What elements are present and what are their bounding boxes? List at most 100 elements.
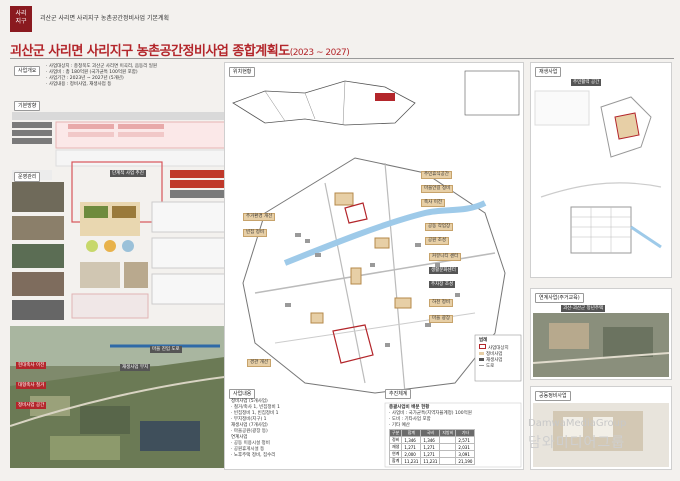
biz-line-7: 연계사업 [231, 435, 248, 440]
aerial-tag-1: 현대축사 이전 [16, 362, 47, 369]
left-column: 사업개요 · 사업대상지 : 충청북도 괴산군 사리면 이곡리, 음동리 일원 … [10, 64, 232, 468]
overview-line-1: · 사업대상지 : 충청북도 괴산군 사리면 이곡리, 음동리 일원 [46, 64, 158, 69]
map-tag-6: 커뮤니티 센터 [429, 253, 462, 261]
table-cell: 1,271 [420, 450, 441, 458]
map-tag-9: 하천 정비 [429, 299, 453, 307]
aerial-tag-3: 정비사업 공간 [16, 402, 47, 409]
watermark-ko: 담와미디어그룹 [528, 435, 626, 451]
table-cell [439, 443, 457, 451]
table-cell: 1,271 [401, 443, 422, 451]
right-tag-1: 재생사업 [535, 67, 562, 77]
table-cell [439, 457, 457, 465]
right-panel-3: 공동정비사업 [530, 386, 672, 470]
legend-swatch-road [479, 365, 484, 366]
overview-tag: 사업개요 [14, 66, 41, 76]
table-head-cell: 합계 [401, 429, 422, 437]
biz-line-2: · 철거/축사 1, 빈집정비 1 [231, 405, 280, 410]
overview-line-2: · 사업비 : 총 180억원 (국가균특 100억원 포함) [46, 70, 138, 75]
legend-label-4: 도로 [486, 364, 495, 369]
brand-badge: 사리 지구 [10, 6, 32, 32]
map-tag-11: 주거환경 개선 [243, 213, 276, 221]
table-cell: 3,091 [455, 450, 476, 458]
table-note-2: · 도비 : 기타사업 포함 [389, 417, 431, 422]
brand-line-2: 지구 [15, 18, 27, 25]
right-map-1 [534, 90, 662, 254]
budget-block: 총괄사업비 배분 현황 · 사업비 : 국가균특(지역자율계정) 100억원 ·… [388, 405, 476, 465]
aerial-tag-4: 재생사업 부지 [120, 364, 151, 371]
legend-label-1: 사업대상지 [488, 346, 509, 351]
map-tag-10: 마을 광장 [429, 315, 453, 323]
ops-photo-grid [12, 182, 227, 320]
table-row: 연계 2,000 1,271 3,091 [388, 450, 476, 458]
aerial-tag-2: 대형축사 철거 [16, 382, 47, 389]
map-legend: 범례 사업대상지 정비사업 재생사업 도로 [479, 338, 509, 370]
biz-line-8: · 공동 이용시설 정비 [231, 441, 270, 446]
table-cell: 2,571 [455, 436, 476, 444]
table-head-cell: 기타 [455, 429, 476, 437]
legend-swatch-renewal [479, 352, 484, 355]
right-panel-1: 재생사업 주민활력 공간 [530, 62, 672, 278]
page-title: 괴산군 사리면 사리지구 농촌공간정비사업 종합계획도(2023 ~ 2027) [10, 40, 350, 59]
aerial-tag-5: 마을 진입 도로 [150, 346, 182, 353]
biz-line-4: · 부지정비(지구) 1 [231, 417, 267, 422]
flow-label: 단계적 사업 추진 [110, 170, 146, 177]
legend-label-2: 정비사업 [486, 352, 503, 357]
table-row: 정비 1,346 1,346 2,571 [388, 436, 476, 444]
legend-item-4: 도로 [479, 364, 509, 370]
right-panel-2: 연계사업(주거교육) 괴산·괴산군 청년주택 [530, 288, 672, 380]
overview-line-4: · 사업내용 : 정비사업, 재생사업 등 [46, 82, 112, 87]
map-tag-12: 빈집 정비 [243, 229, 267, 237]
legend-item-2: 정비사업 [479, 352, 509, 358]
table-cell: 11,231 [401, 457, 422, 465]
direction-diagram [12, 112, 230, 223]
table-head-cell: 지방비 [439, 429, 457, 437]
biz-line-10: · 노후주택 정비, 집수리 [231, 453, 276, 458]
aerial-photo [10, 326, 232, 468]
table-cell: 2,000 [401, 450, 422, 458]
table-note-3: · 기타 예산 [389, 423, 410, 428]
brand-line-1: 사리 [15, 10, 27, 17]
right-tag-3: 공동정비사업 [535, 391, 571, 401]
overview-list: · 사업대상지 : 충청북도 괴산군 사리면 이곡리, 음동리 일원 · 사업비… [46, 64, 157, 88]
map-tag-3: 축사 이전 [421, 199, 445, 207]
table-cell: 재생 [388, 443, 403, 451]
biz-line-9: · 공원휴게시설 등 [231, 447, 265, 452]
table-cell [439, 436, 457, 444]
table-cell: 1,271 [420, 443, 441, 451]
legend-swatch-regen [479, 358, 484, 361]
table-cell: 합계 [388, 457, 403, 465]
legend-swatch-boundary [479, 344, 486, 349]
table-cell: 2,031 [455, 443, 476, 451]
title-text: 괴산군 사리면 사리지구 농촌공간정비사업 종합계획도 [10, 44, 290, 59]
table-tag: 추진체계 [385, 389, 412, 399]
table-title: 총괄사업비 배분 현황 [389, 405, 430, 410]
table-header-row: 구분 합계 국비 지방비 기타 [388, 429, 476, 437]
master-plan-panel: 위치현황 [224, 62, 524, 470]
table-note-1: · 사업비 : 국가균특(지역자율계정) 100억원 [389, 411, 472, 416]
right-photo-3 [533, 403, 669, 467]
biz-line-6: · 마을공원(광장 등) [231, 429, 268, 434]
table-cell: 11,231 [420, 457, 441, 465]
table-cell: 21,190 [455, 457, 476, 465]
map-tag-5: 공원 조성 [425, 237, 449, 245]
location-tag: 위치현황 [229, 67, 256, 77]
right-tag-2: 연계사업(주거교육) [535, 293, 584, 303]
title-years: (2023 ~ 2027) [289, 48, 350, 58]
biz-line-1: 정비사업 (5개사업) [231, 399, 268, 404]
overview-line-3: · 사업기간 : 2023년 ~ 2027년 (5개년) [46, 76, 124, 81]
biz-line-5: 재생사업 (7개사업) [231, 423, 268, 428]
right-box1-title: 주민활력 공간 [571, 79, 602, 86]
map-tag-4: 공동 작업장 [425, 223, 454, 231]
map-tag-2: 마을안길 정비 [421, 185, 454, 193]
basic-direction-tag: 기본방향 [14, 101, 41, 111]
map-tag-8: 주차장 조성 [429, 281, 456, 288]
biz-list: 정비사업 (5개사업) · 철거/축사 1, 빈집정비 1 · 빈집정비 1, … [231, 399, 280, 459]
ops-tag: 운영관리 [14, 172, 41, 182]
map-tag-7: 생활문화센터 [429, 267, 458, 274]
map-tag-1: 주민휴식공간 [421, 171, 452, 179]
table-cell: 연계 [388, 450, 403, 458]
watermark-en: DamwaMediaGroup [528, 418, 627, 429]
table-cell [439, 450, 457, 458]
header-caption: 괴산군 사리면 사리지구 농촌공간정비사업 기본계획 [40, 15, 170, 22]
title-divider [10, 58, 674, 59]
